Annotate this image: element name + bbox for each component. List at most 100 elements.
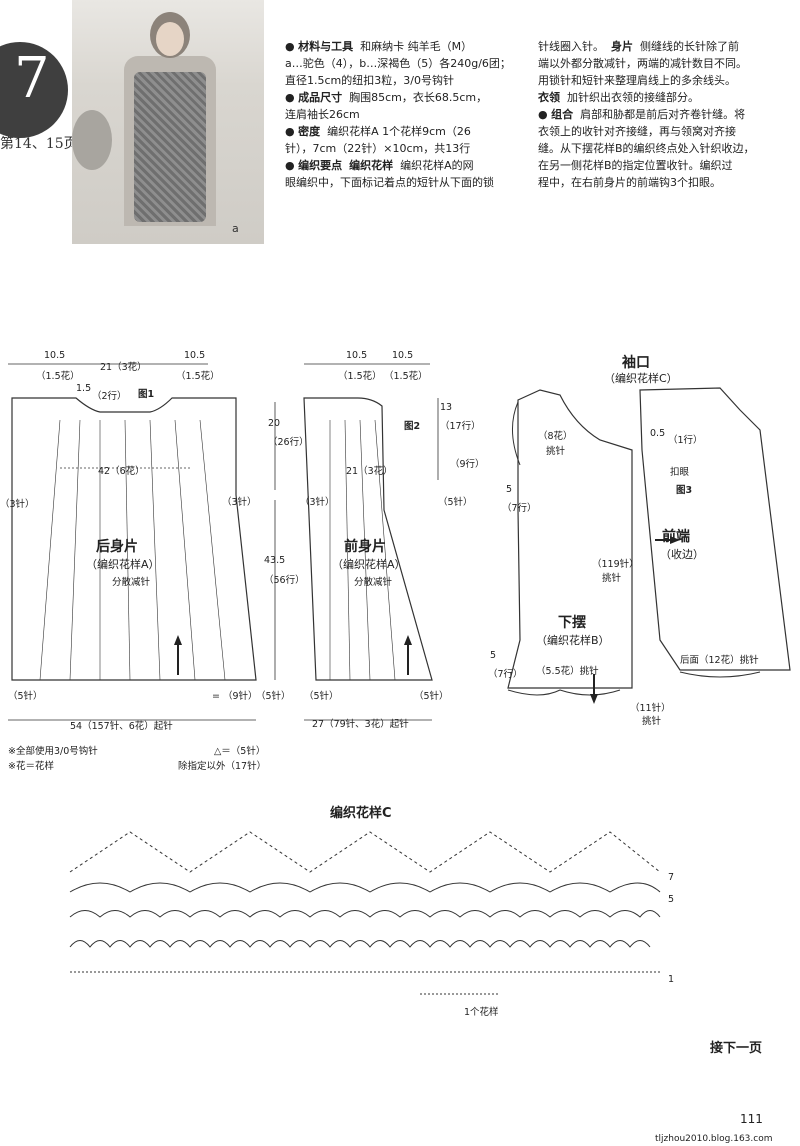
collar-text: 加针织出衣领的接缝部分。 xyxy=(567,91,699,104)
garment-diagrams xyxy=(8,363,791,721)
fig1-top-mid: 21（3花） xyxy=(100,362,147,373)
hem-label: 下摆 xyxy=(558,615,586,631)
front-body-label: 前身片 xyxy=(344,539,386,555)
fig2-neck: 13 xyxy=(440,402,453,413)
instructions-col1: ● 材料与工具 和麻纳卡 纯羊毛（M） a…驼色（4），b…深褐色（5）各240… xyxy=(285,38,523,191)
fig3-title: 图3 xyxy=(676,485,693,496)
fig1-bottom-right: （5针） xyxy=(256,691,291,702)
fig1-length: 43.5 xyxy=(264,555,286,566)
fig1-dec-lines xyxy=(39,419,226,681)
site-watermark: tljzhou2010.blog.163.com xyxy=(655,1134,773,1144)
back-body-dec: 分散减针 xyxy=(112,577,151,588)
fig3-gap: 0.5 xyxy=(650,428,666,439)
hem-edge xyxy=(507,689,621,696)
photo-label: a xyxy=(232,222,239,235)
sleeve-edge xyxy=(511,401,521,466)
fig1-neck-depth: 1.5 xyxy=(76,383,92,394)
page-number: 111 xyxy=(740,1112,763,1126)
back-body-pattern: （编织花样A） xyxy=(86,558,160,571)
fig2-side-right: （5针） xyxy=(438,497,473,508)
points-line-1: 编织花样A的网 xyxy=(400,159,474,172)
col2-line-1: 针线圈入针。 xyxy=(538,40,604,53)
assembly-line-3: 缝。从下摆花样B的编织终点处入针织收边， xyxy=(538,142,755,155)
fig3-pick: 挑针 xyxy=(546,446,566,457)
fig3-pick2: 挑针 xyxy=(602,573,622,584)
instructions-col2: 针线圈入针。 身片 侧缝线的长针除了前 端以外都分散减针，两端的减针数目不同。 … xyxy=(538,38,778,191)
fig3-st11: （11针） xyxy=(630,703,671,714)
materials-heading: 材料与工具 xyxy=(298,40,354,53)
back-body-outline xyxy=(11,397,257,681)
pattern-c-row-4 xyxy=(69,910,661,918)
fig1-bottom-left: （5针） xyxy=(8,691,43,702)
buttonhole-label: 扣眼 xyxy=(670,467,690,478)
fig1-neck-rows: （2行） xyxy=(92,391,127,402)
sleeve-pattern: （编织花样C） xyxy=(604,372,678,385)
fig3-len5b: 5 xyxy=(490,650,497,661)
fig1-title: 图1 xyxy=(138,389,155,400)
fig2-title: 图2 xyxy=(404,421,421,432)
body-heading: 身片 xyxy=(611,40,633,53)
pattern-c-repeat: 1个花样 xyxy=(464,1007,499,1018)
photo-plant xyxy=(72,110,112,170)
chapter-number: 7 xyxy=(14,46,50,111)
fig1-length-rows: （56行） xyxy=(264,575,305,586)
photo-vest xyxy=(134,72,206,222)
pattern-c-chart xyxy=(69,831,661,995)
collar-heading: 衣领 xyxy=(538,91,560,104)
pattern-c-top-peaks xyxy=(69,831,661,873)
fig1-width: 42（6花） xyxy=(98,466,145,477)
fig1-start: 54（157针、6花）起针 xyxy=(70,721,173,732)
fig1-top-left: 10.5 xyxy=(44,350,66,361)
back-hem-edge xyxy=(679,671,761,678)
fig2-bottom-left: （5针） xyxy=(304,691,339,702)
front-panel-outline xyxy=(507,389,633,689)
fig2-start: 27（79针、3花）起针 xyxy=(312,719,409,730)
fig1-side-right: （3针） xyxy=(222,497,257,508)
fig3-rows7b: （7行） xyxy=(488,669,523,680)
front-edge-sub: （收边） xyxy=(660,548,704,561)
note-triangle-2: 除指定以外（17针） xyxy=(178,761,267,772)
front-body-outline xyxy=(303,397,433,681)
fig2-side-left: （3针） xyxy=(300,497,335,508)
continue-note: 接下一页 xyxy=(710,1041,763,1056)
pattern-c-row-7: 7 xyxy=(668,872,675,883)
fig2-top-right: 10.5 xyxy=(392,350,414,361)
points-line-2: 眼编织中，下面标记着点的短针从下面的锁 xyxy=(285,176,494,189)
front-edge-label: 前端 xyxy=(662,529,690,545)
fig2-top-left: 10.5 xyxy=(346,350,368,361)
front-body-pattern: （编织花样A） xyxy=(332,558,406,571)
size-heading: 成品尺寸 xyxy=(298,91,343,104)
handwritten-page-note: 第14、15页 xyxy=(0,136,78,152)
fig1-top-left-sub: （1.5花） xyxy=(36,371,80,382)
points-heading: 编织要点 xyxy=(298,159,343,172)
assembly-heading: 组合 xyxy=(551,108,574,121)
pattern-c-title: 编织花样C xyxy=(330,806,392,821)
materials-line-2: a…驼色（4），b…深褐色（5）各240g/6团； xyxy=(285,57,511,70)
fig3-pick3: 挑针 xyxy=(642,716,662,727)
fig2-dec-lines xyxy=(329,419,396,681)
fig2-bottom-right: （5针） xyxy=(414,691,449,702)
fig1-armhole: 20 xyxy=(268,418,281,429)
fig2-width: 21（3花） xyxy=(346,466,393,477)
fig3-back-pick: 后面（12花）挑针 xyxy=(680,655,759,666)
fig2-top-right-sub: （1.5花） xyxy=(384,371,428,382)
back-body-label: 后身片 xyxy=(96,539,138,555)
assembly-line-5: 程中，在右前身片的前端钩3个扣眼。 xyxy=(538,176,721,189)
assembly-line-1: 肩部和胁都是前后对齐卷针缝。将 xyxy=(580,108,746,121)
materials-line-3: 直径1.5cm的纽扣3粒，3/0号钩针 xyxy=(285,74,454,87)
gauge-line-2: 针），7cm（22针）×10cm，共13行 xyxy=(285,142,471,155)
assembly-line-4: 在另一侧花样B的指定位置收针。编织过 xyxy=(538,159,733,172)
model-photo: a xyxy=(72,0,264,244)
pattern-c-row-5-label: 5 xyxy=(668,894,675,905)
fig3-len5: 5 xyxy=(506,484,513,495)
materials-line-1: 和麻纳卡 纯羊毛（M） xyxy=(360,40,473,53)
front-body-dec: 分散减针 xyxy=(354,577,393,588)
points-subheading: 编织花样 xyxy=(349,159,394,172)
fig1-armhole-rows: （26行） xyxy=(268,437,309,448)
gauge-heading: 密度 xyxy=(298,125,321,138)
fig2-neck-rows: （17行） xyxy=(440,421,481,432)
fig1-top-right: 10.5 xyxy=(184,350,206,361)
size-line-2: 连肩袖长26cm xyxy=(285,108,360,121)
pattern-c-row-5 xyxy=(69,882,661,893)
direction-arrows xyxy=(174,536,680,704)
